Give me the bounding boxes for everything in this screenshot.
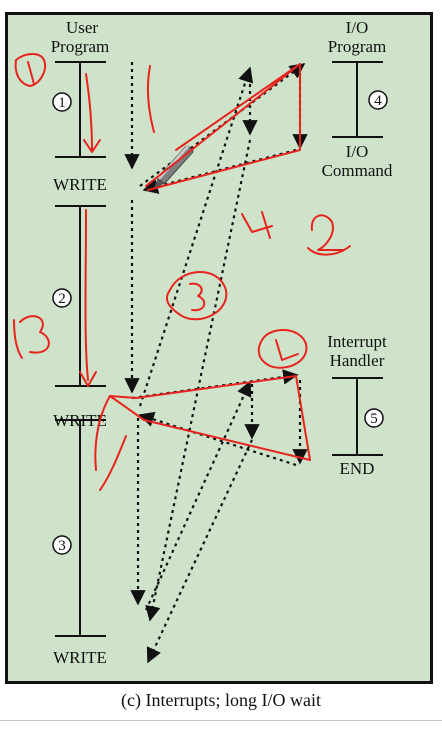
flow-arrow	[144, 380, 252, 611]
handwritten-2	[310, 214, 345, 251]
diagram-frame	[5, 12, 433, 684]
handwritten-3	[165, 271, 228, 321]
io-command-label: I/O	[346, 142, 369, 161]
end-label: END	[340, 459, 375, 478]
step-marker-2: 2	[52, 288, 72, 308]
write-label-2: WRITE	[53, 411, 107, 430]
step-marker-5: 5	[364, 408, 384, 428]
flow-arrow	[146, 439, 253, 664]
io-command-label: Command	[322, 161, 393, 180]
svg-text:3: 3	[58, 538, 66, 554]
step-marker-4: 4	[368, 90, 388, 110]
user-program-label: User	[66, 18, 98, 37]
write-label-3: WRITE	[53, 648, 107, 667]
io-program-timeline	[332, 61, 383, 138]
flow-arrow	[138, 66, 254, 407]
write-label-1: WRITE	[53, 175, 107, 194]
interrupt-handler-label: Handler	[330, 351, 385, 370]
svg-text:2: 2	[58, 291, 66, 307]
flow-arrow	[142, 148, 297, 194]
interrupt-handler-label: Interrupt	[327, 332, 387, 351]
io-program-label: Program	[328, 37, 387, 56]
control-flow-arrows	[124, 62, 308, 664]
figure-caption: (c) Interrupts; long I/O wait	[121, 690, 321, 710]
flow-arrow	[138, 411, 297, 467]
svg-text:4: 4	[374, 93, 382, 109]
handwritten-3	[19, 315, 50, 354]
flow-arrow	[145, 139, 252, 622]
step-marker-1: 1	[52, 92, 72, 112]
interrupt-handler-timeline	[332, 377, 383, 456]
handwritten-1	[14, 53, 46, 87]
handwritten-4	[241, 213, 273, 233]
user-program-timeline	[55, 61, 106, 637]
handwritten-4	[257, 328, 308, 369]
red-ink-annotations	[13, 53, 351, 491]
user-program-label: Program	[51, 37, 110, 56]
io-program-label: I/O	[346, 18, 369, 37]
svg-text:1: 1	[58, 95, 66, 111]
flow-arrow	[139, 63, 306, 187]
svg-text:5: 5	[370, 411, 378, 427]
step-marker-3: 3	[52, 535, 72, 555]
divider	[0, 720, 442, 721]
